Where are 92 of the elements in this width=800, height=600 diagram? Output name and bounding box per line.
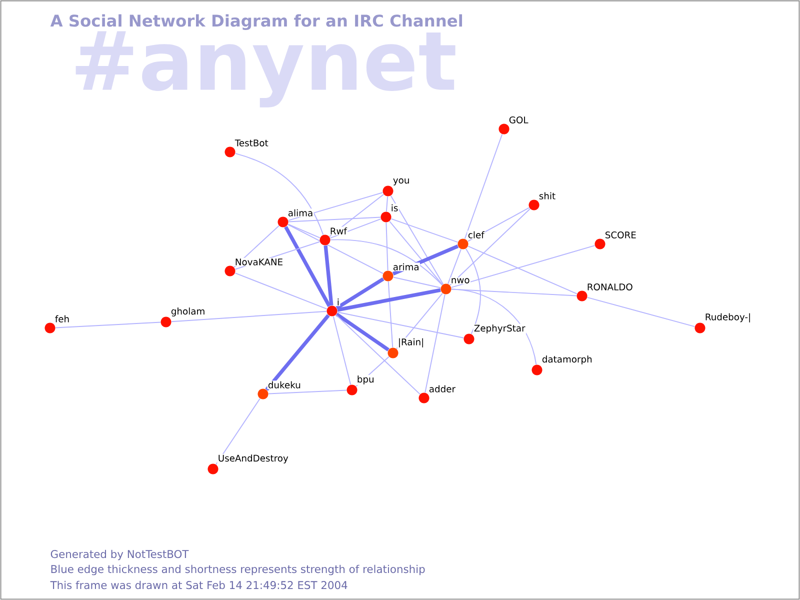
connection-line (55, 322, 161, 328)
node-label: bpu (358, 376, 374, 384)
node-label: shit (539, 192, 556, 200)
user-node: arima (382, 262, 420, 282)
connection-line (336, 312, 390, 352)
user-node: adder (418, 384, 456, 404)
node-label: arima (393, 263, 418, 270)
node-label: gholam (171, 308, 204, 316)
user-node: i (326, 298, 340, 316)
footer-note: This frame was drawn at Sat Feb 14 21:49:52 EST 2004 (50, 580, 348, 590)
connection-line (234, 272, 328, 310)
user-node: UseAndDestroy (208, 454, 290, 474)
connection-line (288, 216, 381, 222)
connection-line (336, 277, 384, 310)
connection-line (336, 314, 420, 395)
user-node: RONALDO (576, 282, 634, 302)
node-label: i (338, 298, 339, 306)
connection-line (468, 246, 578, 294)
node-label: UseAndDestroy (218, 454, 288, 464)
connection-line (386, 222, 388, 271)
node-label: feh (55, 315, 69, 322)
user-node: dukeku (258, 380, 302, 400)
connection-line (450, 208, 530, 286)
connection-line (330, 239, 443, 286)
title: A Social Network Diagram for an IRC Channel (50, 14, 462, 30)
user-node: shit (528, 192, 556, 210)
connection-line (216, 398, 260, 465)
node-label: nwo (452, 278, 470, 284)
node-label: alima (288, 209, 312, 216)
connection-line (388, 281, 394, 348)
connection-line (332, 316, 352, 386)
connection-line (328, 194, 384, 238)
node-label: adder (429, 385, 456, 392)
user-node: clef (458, 230, 486, 250)
connection-line (324, 245, 334, 306)
node-label: clef (468, 231, 484, 238)
connection-line (467, 207, 530, 242)
user-node: TestBot (224, 138, 270, 158)
user-node: NovaKANE (224, 258, 284, 276)
connection-line (392, 276, 442, 288)
user-node: nwo (440, 277, 470, 294)
user-node: gholam (160, 306, 206, 328)
node-label: you (393, 178, 409, 186)
node-label: datamorph (542, 356, 592, 364)
connection-line (337, 288, 441, 312)
user-node: datamorph (532, 354, 594, 376)
connection-line (424, 294, 446, 394)
node-label: is (392, 204, 398, 212)
connection-line (336, 312, 464, 338)
connection-line (288, 224, 320, 238)
node-label: Rudeboy-| (706, 313, 750, 322)
user-node: SCORE (594, 230, 638, 250)
node-label: GOL (509, 116, 528, 124)
user-node: you (382, 178, 410, 196)
connection-line (389, 220, 443, 286)
node-label: Rwf (330, 227, 348, 234)
user-node: GOL (498, 116, 529, 134)
connection-line (450, 245, 596, 288)
node-label: TestBot (234, 140, 268, 146)
connection-line (265, 314, 330, 391)
connection-line (171, 310, 327, 322)
footer-note: Blue edge thickness and shortness represents strength of relationship (51, 564, 425, 576)
connection-line (390, 218, 458, 243)
user-node: |Rain| (388, 338, 425, 358)
connection-line (392, 244, 459, 276)
connection-line (234, 152, 324, 236)
connection-line (451, 288, 577, 296)
connection-line (464, 134, 503, 240)
footer-note: Generated by NotTestBOT (50, 550, 189, 560)
user-node: ZephyrStar (464, 324, 526, 344)
connection-line (284, 226, 331, 308)
connection-line (451, 288, 537, 365)
connection-line (330, 218, 382, 239)
connection-line (465, 248, 481, 334)
user-node: bpu (346, 374, 375, 396)
connection-line (386, 196, 388, 212)
node-label: RONALDO (588, 283, 632, 290)
node-label: |Rain| (399, 338, 424, 348)
user-node: Rwf (320, 226, 348, 246)
user-node: is (380, 204, 399, 222)
connection-line (268, 390, 347, 394)
user-node: alima (278, 208, 314, 228)
connection-line (586, 296, 696, 328)
connection-line (287, 224, 384, 274)
node-label: NovaKANE (236, 258, 282, 266)
user-node: feh (44, 314, 70, 334)
node-label: SCORE (606, 231, 636, 238)
connection-line (390, 195, 444, 285)
node-label: ZephyrStar (474, 324, 526, 334)
node-label: dukeku (268, 381, 300, 388)
user-node: Rudeboy-| (694, 312, 752, 334)
connection-line (447, 248, 462, 284)
